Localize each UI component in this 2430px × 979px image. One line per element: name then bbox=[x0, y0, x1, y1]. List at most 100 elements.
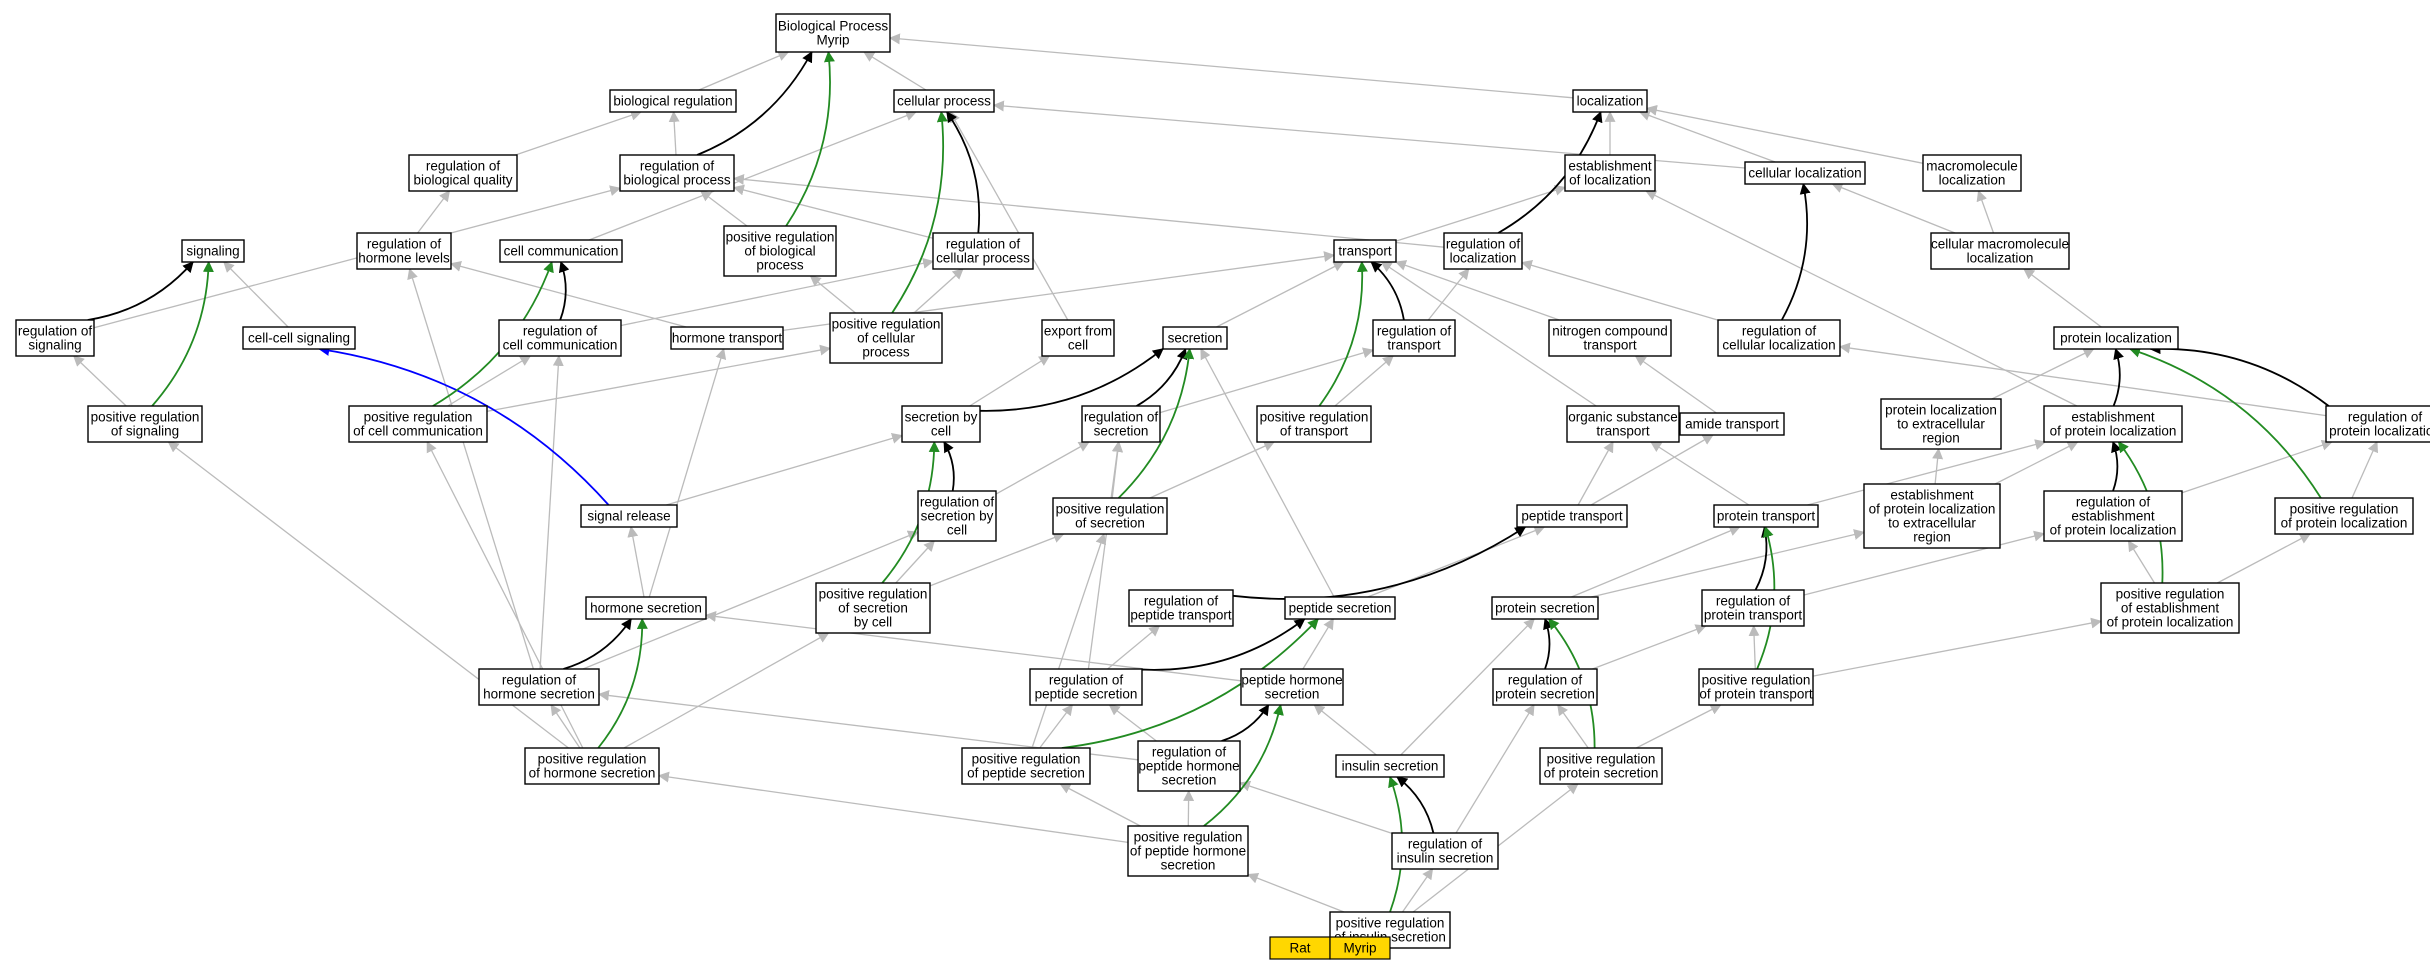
go-term-label: cellular localization bbox=[1722, 338, 1835, 353]
edge-part-of bbox=[87, 261, 194, 321]
go-term-node[interactable]: signaling bbox=[181, 239, 245, 263]
go-term-box bbox=[1539, 747, 1663, 785]
species-cell-myrip: Myrip bbox=[1329, 936, 1391, 960]
go-term-node[interactable]: secretion bbox=[1162, 326, 1228, 350]
go-term-node[interactable]: peptide transport bbox=[1516, 504, 1628, 528]
edge-is-a bbox=[1571, 525, 1741, 598]
go-term-node[interactable]: cellular localization bbox=[1744, 161, 1866, 185]
edge-is-a bbox=[627, 525, 645, 598]
go-term-label: positive regulation bbox=[91, 410, 200, 425]
go-term-node[interactable]: hormone secretion bbox=[585, 596, 707, 620]
go-term-label: protein localization bbox=[1885, 403, 1997, 418]
go-term-label: secretion bbox=[1162, 773, 1217, 788]
go-term-label: regulation of bbox=[640, 159, 715, 174]
go-term-node[interactable]: peptide secretion bbox=[1284, 596, 1396, 620]
go-term-node[interactable]: biological regulation bbox=[609, 89, 737, 113]
go-term-node[interactable]: protein secretion bbox=[1491, 596, 1599, 620]
edge-is-a bbox=[1455, 704, 1535, 834]
go-term-label: protein secretion bbox=[1495, 687, 1595, 702]
go-term-label: of hormone secretion bbox=[529, 766, 656, 781]
edge-part-of bbox=[1543, 617, 1554, 670]
go-term-node[interactable]: insulin secretion bbox=[1335, 754, 1445, 778]
go-term-label: establishment bbox=[2071, 509, 2155, 524]
go-term-node[interactable]: transport bbox=[1333, 239, 1397, 263]
go-term-label: signaling bbox=[186, 244, 239, 259]
edge-is-a bbox=[539, 354, 564, 670]
go-term-label: protein localization bbox=[2060, 331, 2172, 346]
edge-positively-regulates bbox=[1203, 703, 1284, 827]
go-term-box bbox=[961, 747, 1091, 785]
edge-positively-regulates bbox=[597, 617, 648, 749]
go-term-label: positive regulation bbox=[364, 410, 473, 425]
edge-positively-regulates bbox=[1061, 618, 1319, 749]
go-term-box bbox=[1701, 589, 1805, 627]
edge-part-of bbox=[1370, 261, 1405, 321]
edge-is-a bbox=[1039, 704, 1073, 749]
go-term-node[interactable]: hormone transport bbox=[670, 326, 784, 350]
go-term-node[interactable]: protein transport bbox=[1713, 504, 1819, 528]
edge-part-of bbox=[1221, 704, 1270, 742]
go-term-label: localization bbox=[1450, 251, 1517, 266]
edge-part-of bbox=[1497, 110, 1603, 234]
go-term-node[interactable]: localization bbox=[1572, 89, 1648, 113]
go-term-node[interactable]: signal release bbox=[580, 504, 678, 528]
go-term-node[interactable]: cell-cell signaling bbox=[242, 326, 356, 350]
edge-is-a bbox=[588, 110, 917, 241]
edge-part-of bbox=[1136, 347, 1188, 407]
go-term-node[interactable]: protein localization bbox=[2053, 326, 2179, 350]
edge-is-a bbox=[417, 190, 451, 234]
edge-is-a bbox=[732, 173, 1445, 248]
go-term-node[interactable]: cellular process bbox=[893, 89, 995, 113]
go-term-node[interactable]: amide transport bbox=[1679, 412, 1785, 436]
edge-is-a bbox=[888, 33, 1574, 99]
go-term-node[interactable]: cell communication bbox=[499, 239, 623, 263]
species-label: Rat bbox=[1289, 941, 1310, 956]
